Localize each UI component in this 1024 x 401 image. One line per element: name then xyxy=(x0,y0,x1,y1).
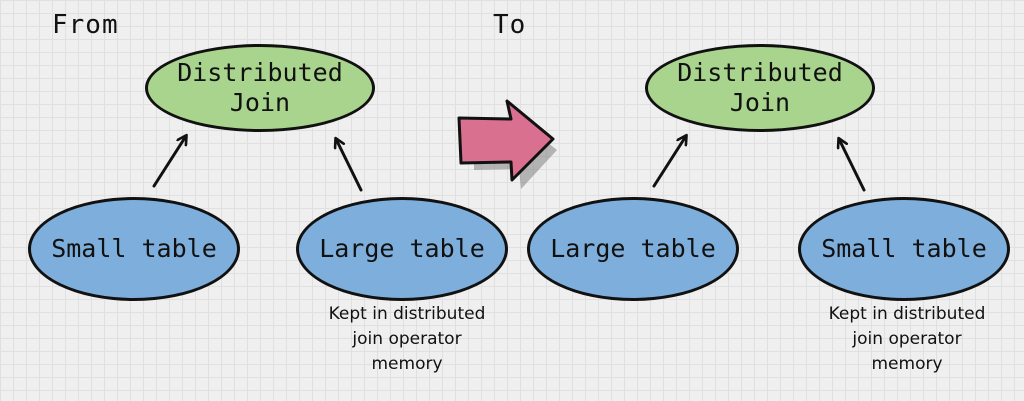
right-memory-note: Kept in distributed join operator memory xyxy=(828,304,986,374)
to-heading: To xyxy=(493,10,527,40)
from-heading: From xyxy=(52,10,119,40)
right-large-to-join-arrow xyxy=(652,136,686,188)
left-memory-note: Kept in distributed join operator memory xyxy=(328,304,486,374)
right-distributed-join-node: Distributed Join xyxy=(645,44,875,132)
left-large-table-node: Large table xyxy=(296,197,508,301)
right-small-table-node: Small table xyxy=(798,197,1010,301)
left-distributed-join-node: Distributed Join xyxy=(145,44,375,132)
left-small-to-join-arrow xyxy=(152,136,186,188)
transition-arrow-icon xyxy=(457,99,557,189)
left-large-to-join-arrow xyxy=(336,139,363,192)
right-large-table-node: Large table xyxy=(527,197,739,301)
right-small-to-join-arrow xyxy=(839,139,866,192)
left-small-table-node: Small table xyxy=(28,197,240,301)
